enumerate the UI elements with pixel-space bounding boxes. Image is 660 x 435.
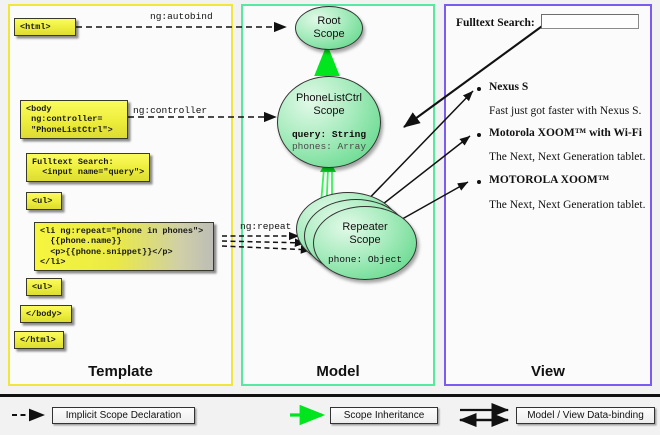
view-bullet-1 — [477, 87, 481, 91]
scope-prop-phones: phones: Array — [291, 141, 367, 153]
view-phone-snippet-2: The Next, Next Generation tablet. — [489, 151, 646, 163]
code-box-html-open: <html> — [14, 18, 76, 37]
code-box-fulltext-search: Fulltext Search: <input name="query"> — [26, 153, 150, 182]
code-box-ul-close: <ul> — [26, 278, 62, 297]
code-box-body-close: </body> — [20, 305, 72, 324]
view-phone-name-2: Motorola XOOM™ with Wi-Fi — [489, 127, 643, 139]
code-box-body-open: <body ng:controller= "PhoneListCtrl"> — [20, 100, 128, 140]
view-bullet-2 — [477, 133, 481, 137]
legend-label-model-view-data-binding: Model / View Data-binding — [516, 407, 655, 424]
scope-prop-phone: phone: Object — [327, 254, 403, 266]
scope-prop-query: query: String — [291, 129, 367, 141]
edge-label-ng-autobind: ng:autobind — [150, 11, 213, 22]
view-bullet-3 — [477, 180, 481, 184]
view-search-input[interactable] — [541, 14, 639, 29]
legend-label-scope-inheritance: Scope Inheritance — [330, 407, 438, 424]
column-label-model: Model — [316, 363, 360, 380]
view-phone-snippet-3: The Next, Next Generation tablet. — [489, 199, 646, 211]
code-box-li-repeat: <li ng:repeat="phone in phones"> {{phone… — [34, 222, 214, 272]
view-phone-name-3: MOTOROLA XOOM™ — [489, 174, 610, 186]
edge-label-ng-repeat: ng:repeat — [240, 221, 292, 232]
column-label-view: View — [531, 363, 565, 380]
scope-phonelistctrl-props: query: String phones: Array — [278, 129, 380, 153]
column-label-template: Template — [88, 363, 153, 380]
legend-divider — [0, 394, 660, 397]
view-phone-snippet-1: Fast just got faster with Nexus S. — [489, 105, 642, 117]
edge-label-ng-controller: ng:controller — [133, 105, 208, 116]
view-phone-name-1: Nexus S — [489, 81, 529, 93]
code-box-ul-open: <ul> — [26, 192, 62, 211]
column-view: View — [444, 4, 652, 386]
code-box-html-close: </html> — [14, 331, 64, 350]
legend-label-implicit-scope-declaration: Implicit Scope Declaration — [52, 407, 195, 424]
view-search-label: Fulltext Search: — [456, 17, 535, 29]
